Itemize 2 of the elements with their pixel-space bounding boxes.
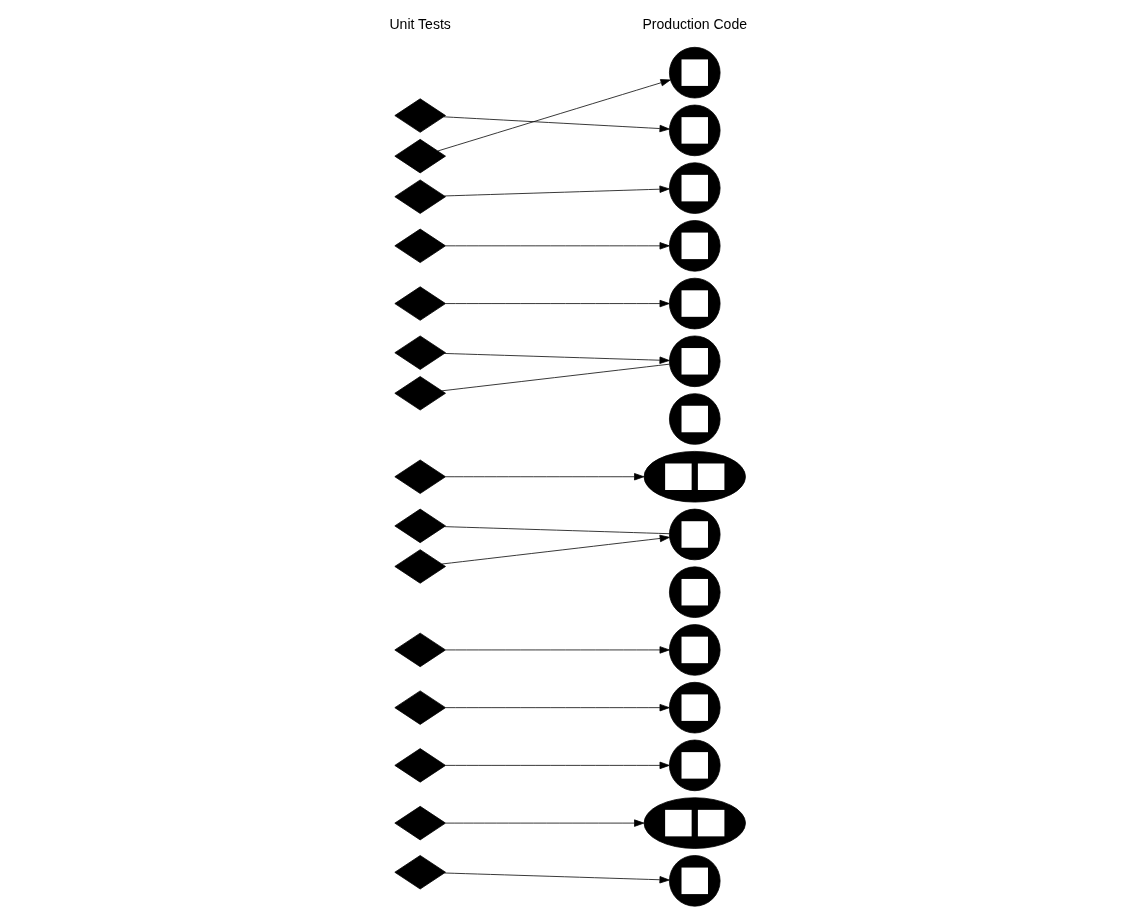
- label: Unit Tests: [388, 16, 451, 33]
- label: Production Code: [642, 16, 747, 33]
